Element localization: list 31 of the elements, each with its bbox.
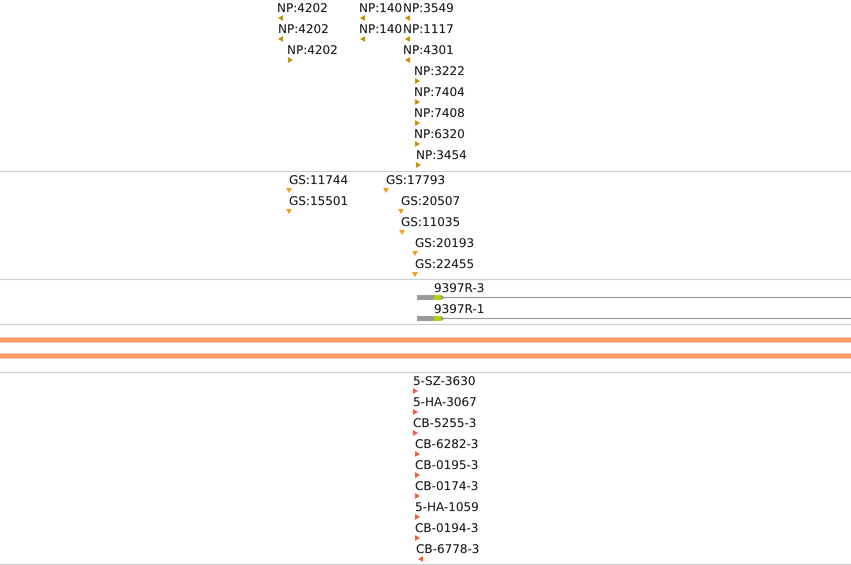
feature-label: NP:7404 xyxy=(414,85,465,99)
feature-label: NP:3549 xyxy=(403,1,454,15)
feature-label: 9397R-3 xyxy=(434,281,484,295)
feature-label: NP:4202 xyxy=(278,22,329,36)
feature-label: 5-HA-1059 xyxy=(415,500,479,514)
feature-label: NP:3222 xyxy=(414,64,465,78)
feature-label: CB-0195-3 xyxy=(415,458,478,472)
feature-label: CB-6282-3 xyxy=(415,437,478,451)
feature-label: NP:3454 xyxy=(416,148,467,162)
feature-label: NP:140 xyxy=(359,22,402,36)
feature-label: NP:4202 xyxy=(277,1,328,15)
feature-label: NP:6320 xyxy=(414,127,465,141)
feature-label: 5-SZ-3630 xyxy=(413,374,476,388)
feature-label: NP:7408 xyxy=(414,106,465,120)
feature-label: NP:1117 xyxy=(403,22,454,36)
feature-label: NP:4202 xyxy=(287,43,338,57)
feature-label: 5-HA-3067 xyxy=(413,395,477,409)
feature-label: CB-0194-3 xyxy=(415,521,478,535)
feature-label: GS:11744 xyxy=(289,173,348,187)
feature-label: GS:11035 xyxy=(401,215,460,229)
feature-label: GS:20193 xyxy=(415,236,474,250)
feature-label: GS:20507 xyxy=(401,194,460,208)
feature-label: GS:15501 xyxy=(289,194,348,208)
feature-label: GS:22455 xyxy=(415,257,474,271)
feature-label: 9397R-1 xyxy=(434,302,484,316)
feature-label: CB-6778-3 xyxy=(416,542,480,556)
feature-label: NP:140 xyxy=(359,1,402,15)
feature-label: CB-5255-3 xyxy=(413,416,476,430)
feature-label: GS:17793 xyxy=(386,173,446,187)
feature-label: NP:4301 xyxy=(403,43,454,57)
feature-label: CB-0174-3 xyxy=(415,479,478,493)
